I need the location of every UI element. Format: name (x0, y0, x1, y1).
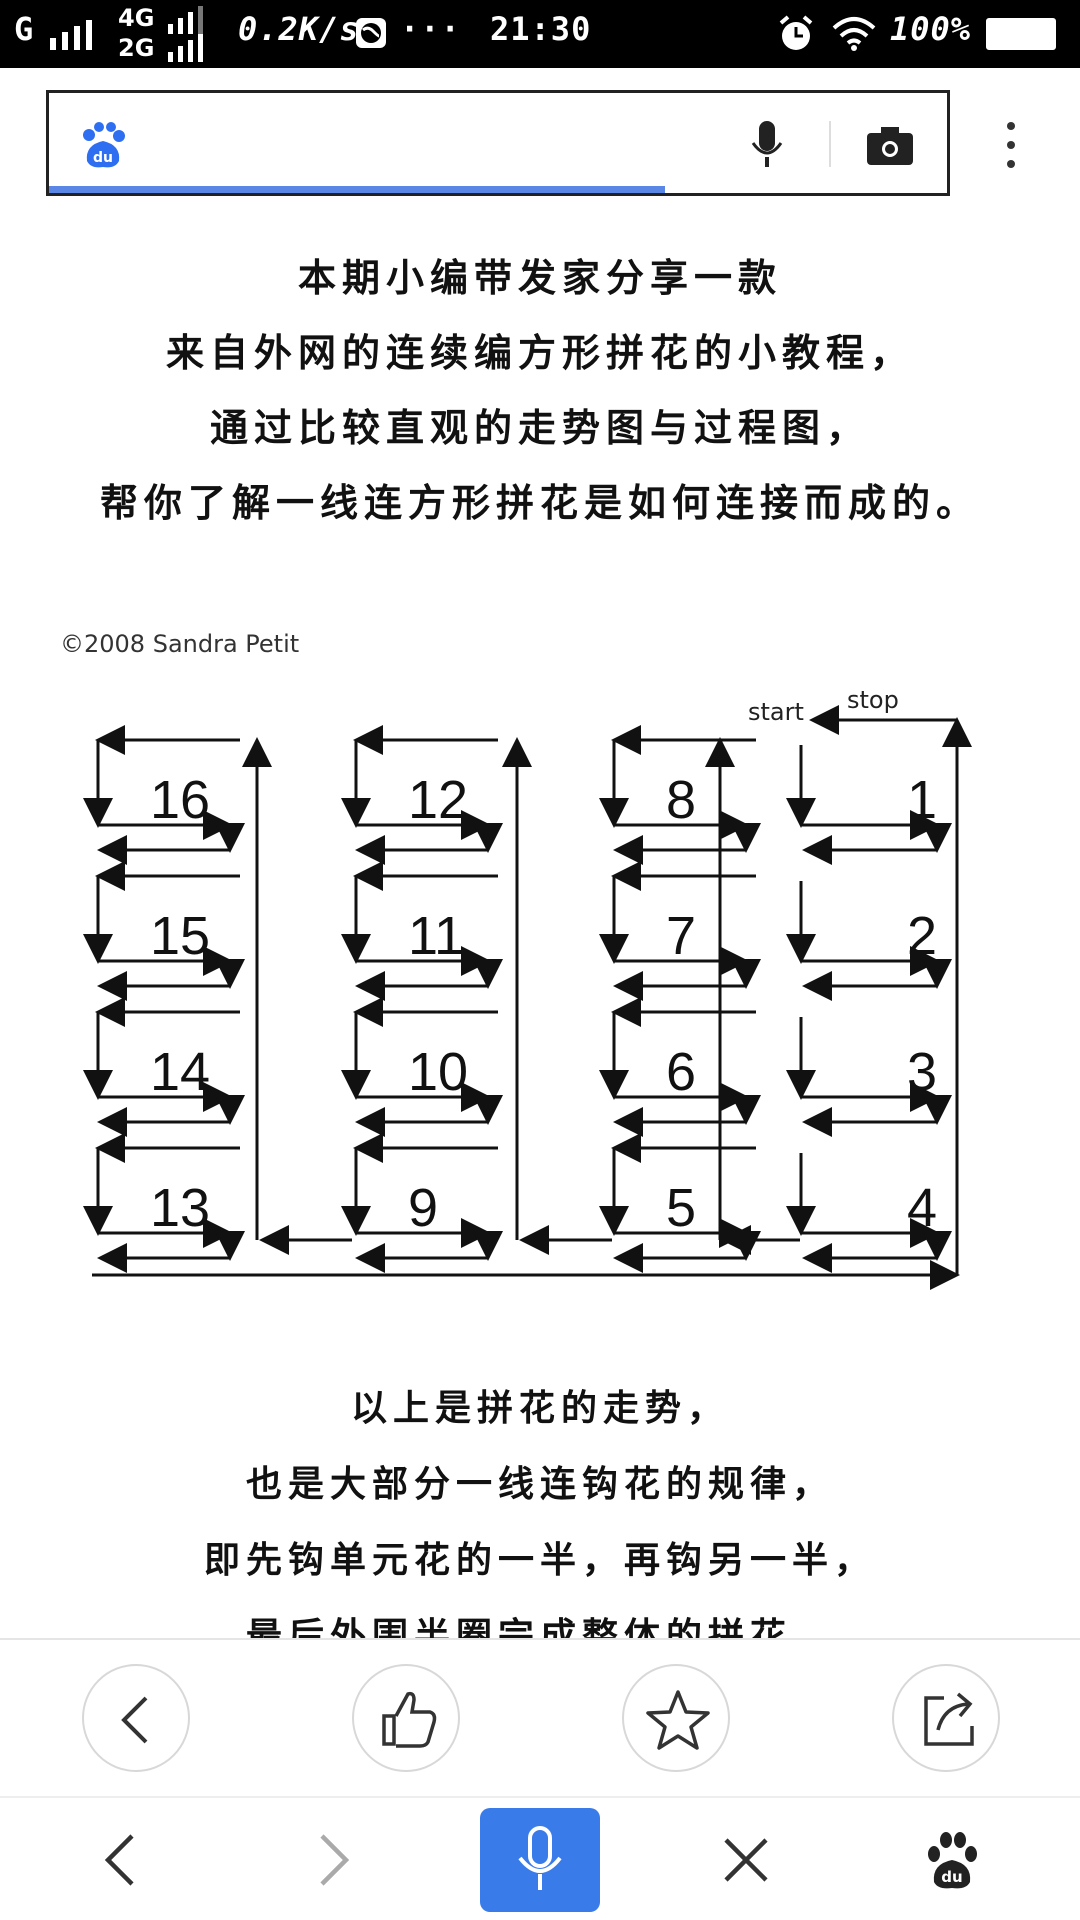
navigation-bar: du (0, 1796, 1080, 1920)
square-number: 10 (408, 1042, 468, 1102)
network-2g-label: 2G (118, 34, 155, 62)
intro-line: 本期小编带发家分享一款 (297, 255, 782, 300)
square-number: 3 (907, 1042, 937, 1102)
intro-line: 帮你了解一线连方形拼花是如何连接而成的。 (99, 480, 980, 525)
more-menu-icon[interactable] (1000, 120, 1022, 170)
battery-icon (986, 18, 1056, 50)
search-bar[interactable]: du (46, 90, 950, 196)
share-button[interactable] (892, 1664, 1000, 1772)
square-number: 13 (150, 1178, 210, 1238)
alarm-icon (779, 15, 813, 50)
favorite-button[interactable] (622, 1664, 730, 1772)
square-number: 5 (666, 1178, 696, 1238)
outro-line: 也是大部分一线连钩花的规律， (245, 1463, 834, 1505)
square-number: 9 (408, 1178, 438, 1238)
wifi-icon (832, 17, 876, 51)
network-speed: 0.2K/s (238, 10, 360, 48)
baidu-logo-icon: du (83, 122, 125, 168)
square-number: 7 (666, 906, 696, 966)
article-outro: 以上是拼花的走势， 也是大部分一线连钩花的规律， 即先钩单元花的一半，再钩另一半… (0, 1370, 1080, 1674)
voice-search-icon[interactable] (749, 119, 785, 171)
share-icon (924, 1692, 974, 1746)
stop-label: stop (847, 686, 899, 714)
status-bar: G 4G 2G 0.2K/s ··· 21:30 100% (0, 0, 1080, 68)
baidu-paw-icon[interactable]: du (924, 1830, 980, 1890)
forward-arrow-icon[interactable] (314, 1830, 354, 1890)
battery-percent: 100% (890, 10, 972, 48)
intro-line: 来自外网的连续编方形拼花的小教程， (165, 330, 914, 375)
square-number: 1 (907, 770, 937, 830)
square-number: 11 (408, 906, 464, 966)
square-number: 15 (150, 906, 210, 966)
action-toolbar (0, 1638, 1080, 1796)
start-label: start (748, 698, 804, 726)
article-intro: 本期小编带发家分享一款 来自外网的连续编方形拼花的小教程， 通过比较直观的走势图… (0, 240, 1080, 540)
figure-credit: ©2008 Sandra Petit (60, 630, 300, 658)
like-button[interactable] (352, 1664, 460, 1772)
star-icon (646, 1690, 710, 1750)
square-number: 4 (907, 1178, 937, 1238)
baidu-logo-text: du (93, 150, 113, 166)
square-number: 2 (907, 906, 937, 966)
browser-globe-icon (356, 18, 386, 48)
back-icon (121, 1696, 148, 1744)
more-notifications: ··· (400, 10, 461, 48)
square-number: 16 (150, 770, 210, 830)
close-icon[interactable] (722, 1836, 770, 1884)
carrier-label: G (14, 10, 35, 48)
microphone-icon (518, 1826, 562, 1890)
signal-icon (50, 20, 92, 50)
intro-line: 通过比较直观的走势图与过程图， (209, 405, 870, 450)
svg-text:du: du (941, 1868, 962, 1886)
square-number: 14 (150, 1042, 210, 1102)
thumbs-up-icon (382, 1691, 437, 1748)
dual-signal-icon (168, 6, 203, 62)
outro-line: 以上是拼花的走势， (350, 1387, 729, 1429)
network-4g-label: 4G (118, 4, 155, 32)
clock-time: 21:30 (490, 10, 592, 48)
square-number: 6 (666, 1042, 696, 1102)
search-divider (829, 121, 831, 167)
back-arrow-icon[interactable] (100, 1830, 140, 1890)
square-number: 12 (408, 770, 468, 830)
square-number: 8 (666, 770, 696, 830)
outro-line: 即先钩单元花的一半，再钩另一半， (203, 1539, 876, 1581)
page-load-progress (49, 186, 665, 193)
back-button[interactable] (82, 1664, 190, 1772)
camera-icon[interactable] (865, 125, 915, 167)
voice-button[interactable] (480, 1808, 600, 1912)
